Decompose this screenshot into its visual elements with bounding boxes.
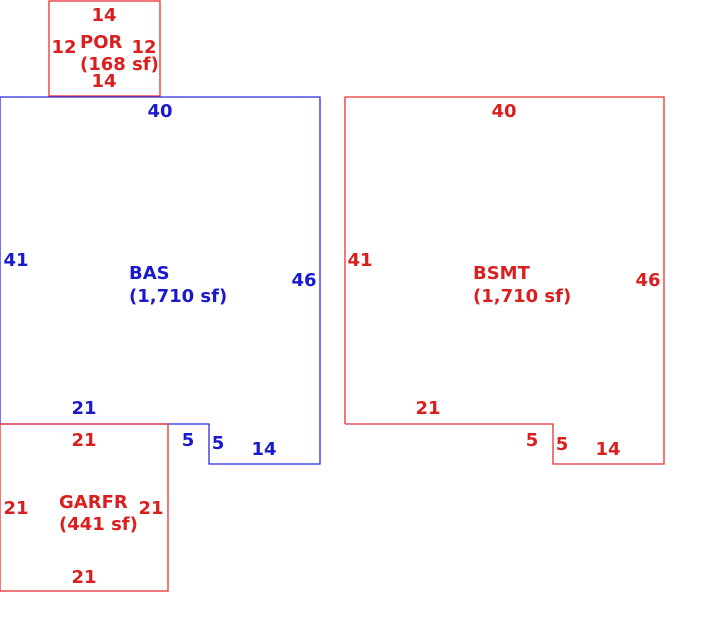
area-garfr: 21 21 21 21 5 GARFR (441 sf): [0, 423, 195, 592]
por-dim-right: 12: [131, 37, 156, 58]
bas-outline: [0, 96, 321, 465]
por-dim-left: 12: [51, 37, 76, 58]
bsmt-dim-top: 40: [491, 101, 516, 122]
area-bas: 40 41 46 21 5 14 BAS (1,710 sf): [0, 96, 321, 465]
bsmt-dim-step-bottom: 14: [595, 439, 620, 460]
garfr-area: (441 sf): [59, 514, 138, 535]
bas-area: (1,710 sf): [129, 286, 227, 307]
bsmt-dim-step-riser: 5: [556, 434, 569, 455]
por-outline: [48, 0, 161, 97]
bsmt-dim-step-top: 21: [415, 398, 440, 419]
bas-dim-step-bottom: 14: [251, 439, 276, 460]
garfr-dim-left: 21: [3, 498, 28, 519]
bas-dim-left: 41: [3, 250, 28, 271]
garfr-dim-right: 21: [138, 498, 163, 519]
bsmt-name: BSMT: [473, 263, 531, 284]
garfr-outline: [0, 423, 169, 592]
bas-dim-top: 40: [147, 101, 172, 122]
bsmt-dim-right: 46: [635, 270, 660, 291]
por-name: POR: [80, 32, 122, 53]
bsmt-dim-left: 41: [347, 250, 372, 271]
bas-dim-step-riser: 5: [212, 433, 225, 454]
area-por: 14 12 12 14 POR (168 sf): [48, 0, 161, 97]
por-dim-top: 14: [91, 5, 116, 26]
area-bsmt: 40 41 46 21 5 5 14 BSMT (1,710 sf): [344, 96, 665, 465]
bsmt-area: (1,710 sf): [473, 286, 571, 307]
bas-dim-right: 46: [291, 270, 316, 291]
bsmt-dim-step-riser-outer: 5: [526, 430, 539, 451]
por-dim-bottom: 14: [91, 71, 116, 92]
por-area: (168 sf): [80, 54, 159, 75]
garfr-dim-top: 21: [71, 430, 96, 451]
bsmt-outline: [344, 96, 665, 465]
garfr-name: GARFR: [59, 492, 128, 513]
bas-dim-step-top: 21: [71, 398, 96, 419]
garfr-dim-bottom: 21: [71, 567, 96, 588]
garfr-dim-riser: 5: [182, 430, 195, 451]
bas-name: BAS: [129, 263, 170, 284]
